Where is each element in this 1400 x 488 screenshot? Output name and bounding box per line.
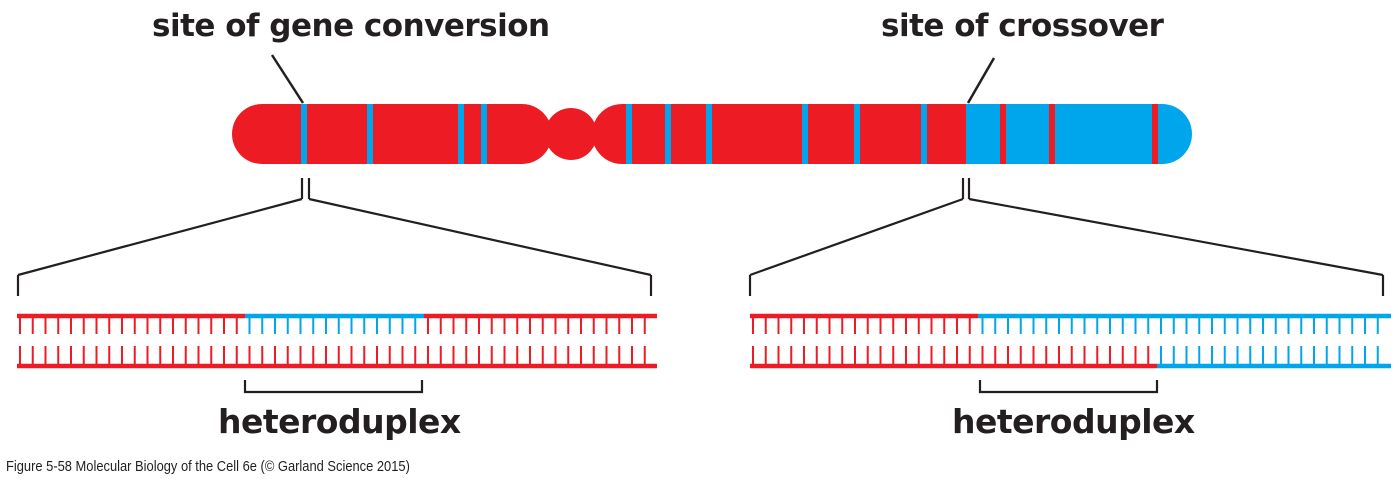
dna-duplex-gene-conversion: [17, 313, 657, 369]
chromosome-red-region: [232, 104, 970, 164]
site-of-gene-conversion-label: site of gene conversion: [152, 8, 550, 44]
chromosome-red-bands: [1000, 104, 1158, 164]
heteroduplex-bracket-left: [243, 380, 424, 394]
chromosome-band: [854, 104, 860, 164]
chromosome-band: [301, 104, 307, 164]
heteroduplex-bracket-right: [978, 380, 1159, 394]
gene-conversion-pointer: [270, 54, 305, 104]
chromosome-blue-bands: [301, 104, 927, 164]
figure-caption: Figure 5-58 Molecular Biology of the Cel…: [6, 458, 410, 475]
chromosome-band: [802, 104, 808, 164]
chromosome-band: [626, 104, 632, 164]
chromosome-band: [921, 104, 927, 164]
chromosome-band: [706, 104, 712, 164]
chromosome-band: [1049, 104, 1055, 164]
heteroduplex-label-left: heteroduplex: [218, 402, 461, 441]
chromosome-band: [665, 104, 671, 164]
zoom-lines-left: [16, 178, 653, 296]
chromosome: [232, 104, 1192, 164]
crossover-pointer: [966, 57, 996, 104]
chromosome-band: [481, 104, 487, 164]
chromosome-band: [458, 104, 464, 164]
site-of-crossover-label: site of crossover: [881, 8, 1164, 44]
heteroduplex-label-right: heteroduplex: [952, 402, 1195, 441]
dna-duplex-crossover: [750, 313, 1391, 369]
zoom-lines-right: [748, 178, 1385, 296]
chromosome-band: [1152, 104, 1158, 164]
chromosome-band: [1000, 104, 1006, 164]
chromosome-band: [367, 104, 373, 164]
